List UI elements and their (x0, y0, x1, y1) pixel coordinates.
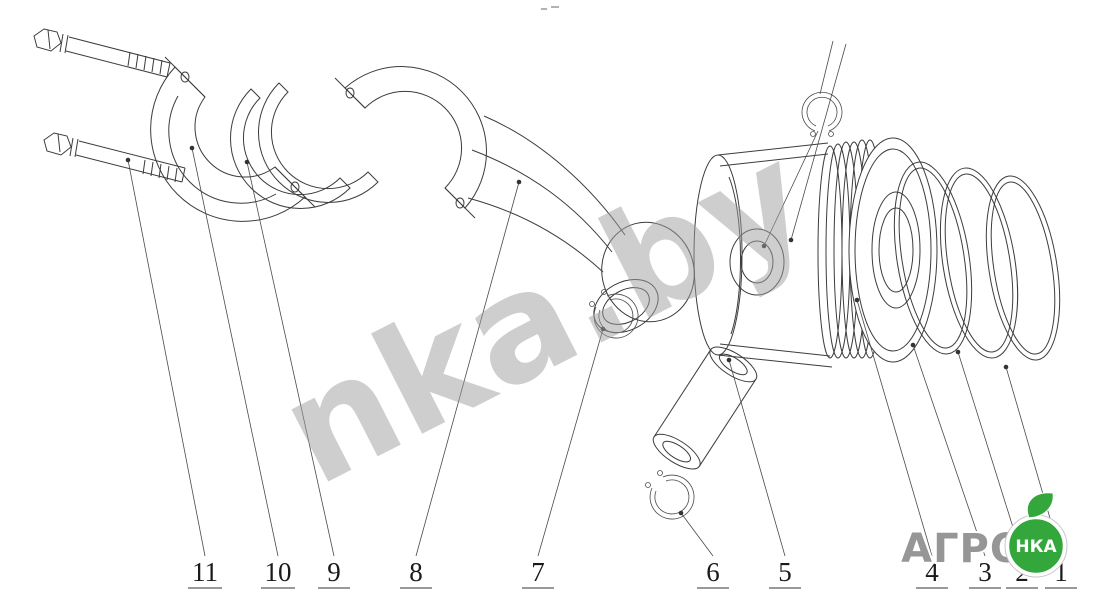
callout-3: 3 (978, 557, 992, 587)
rod-bolt-lower (43, 132, 186, 183)
piston-pin (652, 346, 758, 470)
piston (693, 137, 938, 368)
bearing-shell-left (229, 88, 351, 210)
rod-bolt-upper (33, 28, 171, 78)
rod-cap (150, 56, 316, 222)
callout-9: 9 (327, 557, 341, 587)
callout-11: 11 (192, 557, 218, 587)
callout-7: 7 (531, 557, 545, 587)
callout-10: 10 (265, 557, 292, 587)
brand-logo: АГРО НКА (899, 492, 1068, 578)
callouts: 11 10 9 8 7 6 5 4 3 2 1 (188, 557, 1077, 589)
logo-badge-text: НКА (1015, 537, 1057, 557)
page-artifact-marks (541, 6, 559, 10)
circlip-bottom (645, 470, 695, 520)
bearing-shell-right (257, 82, 379, 204)
piston-ring-1 (985, 175, 1061, 361)
callout-8: 8 (409, 557, 423, 587)
callout-6: 6 (706, 557, 720, 587)
callout-4: 4 (925, 557, 939, 587)
logo-leaf-icon (1027, 492, 1054, 519)
callout-5: 5 (778, 557, 792, 587)
leader-lines (125, 40, 1062, 557)
watermark: nka.by (255, 110, 834, 519)
circlip-middle (589, 289, 639, 339)
connecting-rod (334, 66, 695, 334)
logo-badge-circle (1006, 516, 1066, 576)
piston-ring-3 (893, 161, 973, 355)
circlip-top (801, 91, 843, 137)
piston-ring-2 (939, 167, 1019, 359)
